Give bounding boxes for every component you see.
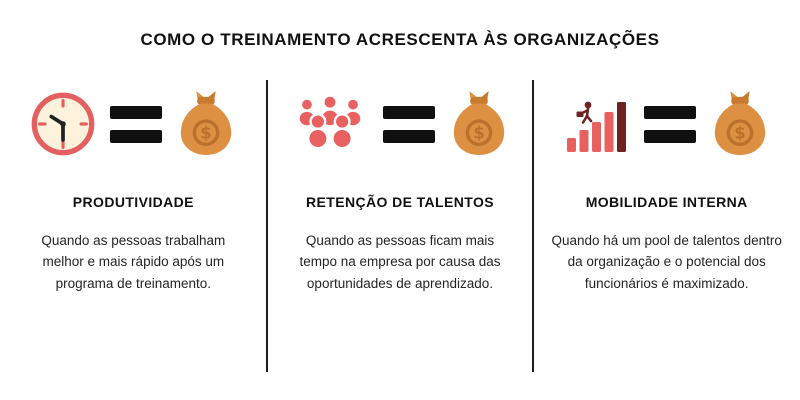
svg-text:$: $ bbox=[201, 124, 212, 143]
column-body: Quando há um pool de talentos dentro da … bbox=[551, 233, 782, 291]
money-bag-icon: $ bbox=[448, 89, 510, 159]
column-heading: PRODUTIVIDADE bbox=[72, 194, 194, 210]
equals-icon bbox=[643, 105, 696, 143]
column-mobilidade-interna: $ MOBILIDADE INTERNA Quando há um pool d… bbox=[533, 80, 800, 390]
column-heading: RETENÇÃO DE TALENTOS bbox=[306, 194, 494, 210]
growth-bars-icon bbox=[563, 92, 631, 156]
equals-icon bbox=[110, 105, 163, 143]
column-divider bbox=[532, 80, 535, 372]
money-bag-icon: $ bbox=[175, 89, 237, 159]
icon-equation-row: $ bbox=[290, 80, 510, 168]
column-body: Quando as pessoas trabalham melhor e mai… bbox=[41, 233, 226, 291]
columns-area: $ PRODUTIVIDADE Quando as pessoas trabal… bbox=[0, 80, 800, 390]
column-divider bbox=[265, 80, 268, 372]
column-produtividade: $ PRODUTIVIDADE Quando as pessoas trabal… bbox=[0, 80, 267, 390]
column-heading: MOBILIDADE INTERNA bbox=[585, 194, 748, 210]
column-retencao-de-talentos: $ RETENÇÃO DE TALENTOS Quando as pessoas… bbox=[267, 80, 534, 390]
clock-icon bbox=[29, 90, 97, 158]
people-group-icon bbox=[290, 93, 370, 155]
column-body: Quando as pessoas ficam mais tempo na em… bbox=[299, 233, 501, 291]
svg-text:$: $ bbox=[734, 124, 745, 143]
page-title: COMO O TREINAMENTO ACRESCENTA ÀS ORGANIZ… bbox=[140, 30, 660, 49]
icon-equation-row: $ bbox=[29, 80, 237, 168]
icon-equation-row: $ bbox=[563, 80, 771, 168]
money-bag-icon: $ bbox=[709, 89, 771, 159]
svg-text:$: $ bbox=[473, 124, 484, 143]
equals-icon bbox=[383, 105, 435, 143]
